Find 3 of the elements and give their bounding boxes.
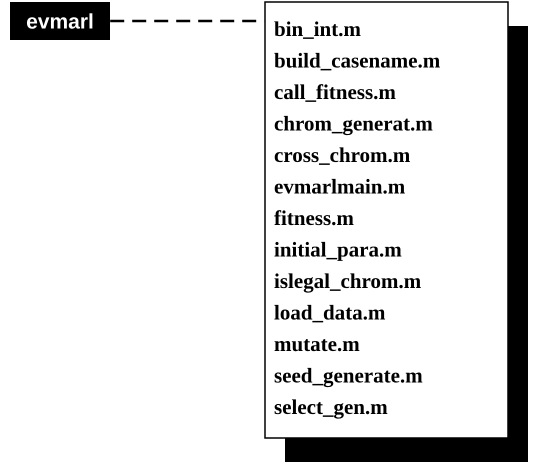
label-box: evmarl — [10, 2, 110, 40]
connector-line — [110, 20, 264, 22]
file-list-box: bin_int.m build_casename.m call_fitness.m chrom_generat.m cross_chrom.m evmarlmain.m fitness.m initial_para.m islegal_chrom.m load_data.m mutate.m seed_generate.m select_gen.m — [264, 1, 509, 439]
